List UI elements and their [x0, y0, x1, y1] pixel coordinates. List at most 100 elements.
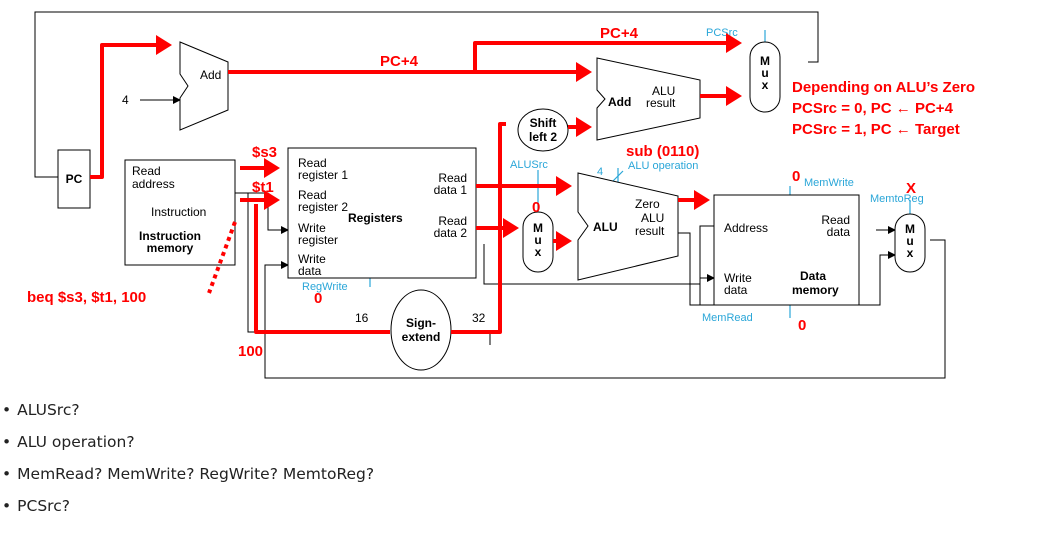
alu-op-value: sub (0110) [626, 143, 699, 160]
pc-label: PC [66, 172, 83, 186]
svg-text:M: M [533, 221, 543, 235]
dmem-address-label: Address [724, 221, 768, 235]
dmem-read-data-label: data [827, 225, 851, 239]
dmem-write-data-label: data [724, 283, 748, 297]
branch-result-label: result [646, 96, 676, 110]
sign-extend-unit: Sign- extend [390, 289, 452, 371]
branch-alu-label: ALU [652, 84, 675, 98]
pc-adder: Add [179, 41, 229, 131]
read-reg2-label: Read [298, 188, 327, 202]
pc-to-adder-path [90, 35, 172, 179]
alu-unit: ALU Zero ALU result [577, 172, 679, 281]
pcsrc-label: PCSrc [706, 27, 738, 39]
question-list: ALUSrc? ALU operation? MemRead? MemWrite… [0, 400, 374, 528]
zero-note-2: PCSrc = 0, PC ← PC+4 [792, 100, 954, 117]
svg-text:u: u [906, 234, 913, 248]
write-data-label: Write [298, 252, 326, 266]
alusrc-label: ALUSrc [510, 159, 548, 171]
write-reg-label-2: register [298, 233, 338, 247]
alu-operation-label: ALU operation [628, 160, 698, 172]
alu-name: ALU [593, 220, 618, 234]
memtoreg-value: X [906, 180, 916, 197]
svg-text:M: M [905, 222, 915, 236]
read-data2-label: Read [438, 214, 467, 228]
regwrite-value: 0 [314, 290, 322, 307]
pc-plus4-mid-label: PC+4 [380, 53, 419, 70]
imem-name-2: memory [147, 241, 194, 255]
svg-text:x: x [535, 245, 542, 259]
read-reg1-label-2: register 1 [298, 168, 348, 182]
pc-feedback-wire [34, 11, 819, 178]
pcsrc-mux: M u x [749, 41, 781, 113]
dmem-write-label: Write [724, 271, 752, 285]
adder-label: Add [200, 68, 221, 82]
imem-read-label: Read [132, 164, 161, 178]
register-file: Read register 1 Read register 2 Write re… [287, 147, 477, 279]
zero-note-1: Depending on ALU’s Zero [792, 79, 975, 96]
write-register-wire [235, 192, 289, 234]
svg-text:x: x [762, 78, 769, 92]
const-4-label: 4 [122, 93, 129, 107]
question-item: MemRead? MemWrite? RegWrite? MemtoReg? [0, 464, 374, 496]
imem-name-1: Instruction [139, 229, 201, 243]
memwrite-label: MemWrite [804, 177, 854, 189]
writeback-wire [264, 239, 946, 379]
svg-text:x: x [907, 246, 914, 260]
dmem-name-2: memory [792, 283, 839, 297]
t1-label: $t1 [252, 179, 274, 196]
bits-32-label: 32 [472, 311, 486, 325]
imm-to-sign-extend-path [254, 204, 390, 334]
shift-label-1: Shift [530, 116, 557, 130]
data-memory: Address Read data Write data Data memory [713, 194, 860, 306]
zero-note-3: PCSrc = 1, PC ← Target [792, 121, 960, 138]
alu-zero-label: Zero [635, 197, 660, 211]
pc-plus4-to-mux-path [473, 33, 742, 72]
alu-result-label-1: ALU [641, 211, 664, 225]
imem-instruction-label: Instruction [151, 205, 206, 219]
write-reg-label: Write [298, 221, 326, 235]
alu-result-to-mem-wire [678, 225, 714, 306]
svg-text:u: u [761, 66, 768, 80]
alusrc-value: 0 [532, 199, 540, 216]
question-item: PCSrc? [0, 496, 374, 528]
memread-label: MemRead [702, 312, 753, 324]
alu-op-width-label: 4 [597, 166, 603, 178]
memtoreg-label: MemtoReg [870, 193, 924, 205]
memread-value: 0 [798, 317, 806, 334]
sign-extend-to-shift-path [451, 122, 506, 334]
read-data2-label-2: data 2 [434, 226, 468, 240]
pc-register: PC [57, 149, 91, 209]
regwrite-label: RegWrite [302, 281, 348, 293]
write-data-label-2: data [298, 264, 322, 278]
memtoreg-mux: M u x [894, 213, 926, 273]
imm-100-label: 100 [238, 343, 263, 360]
instruction-memory: Read address Instruction Instruction mem… [124, 159, 236, 266]
dmem-name-1: Data [800, 269, 826, 283]
registers-name: Registers [348, 211, 403, 225]
branch-adder: Add ALU result [596, 57, 701, 141]
branch-add-label: Add [608, 95, 631, 109]
read-data1-label-2: data 1 [434, 183, 468, 197]
svg-text:u: u [534, 233, 541, 247]
pc-plus4-top-label: PC+4 [600, 25, 639, 42]
memwrite-value: 0 [792, 168, 800, 185]
s3-label: $s3 [252, 144, 277, 161]
dmem-read-label: Read [821, 213, 850, 227]
datapath-diagram: PC Add 4 Read address Instruction Instru… [27, 11, 975, 379]
alu-op-bus-slash [612, 170, 624, 182]
black-wires [34, 11, 946, 379]
question-item: ALUSrc? [0, 400, 374, 432]
read-reg2-label-2: register 2 [298, 200, 348, 214]
question-item: ALU operation? [0, 432, 374, 464]
alu-result-label-2: result [635, 224, 665, 238]
shift-label-2: left 2 [529, 130, 557, 144]
highlighted-paths [90, 33, 742, 334]
read-data1-label: Read [438, 171, 467, 185]
instruction-label: beq $s3, $t1, 100 [27, 289, 146, 306]
shift-left-2-unit: Shift left 2 [517, 108, 569, 152]
bits-16-label: 16 [355, 311, 369, 325]
imem-address-label: address [132, 177, 175, 191]
sign-extend-label-2: extend [402, 330, 441, 344]
read-reg1-label: Read [298, 156, 327, 170]
alusrc-mux: M u x [522, 211, 554, 273]
